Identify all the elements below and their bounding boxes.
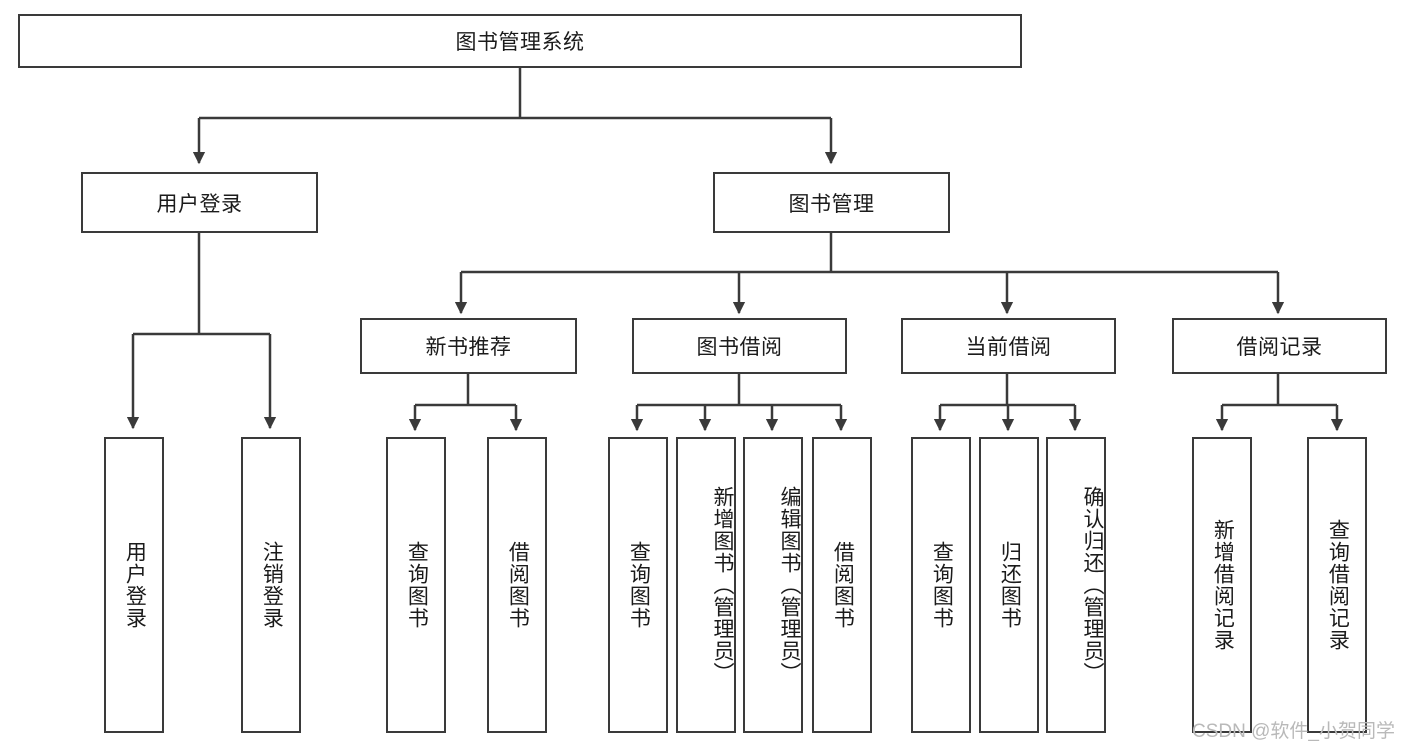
node-book-borrow[interactable]: 图书借阅 xyxy=(632,318,847,374)
node-leaf-user-login-label: 用户登录 xyxy=(123,541,147,629)
node-leaf-borrow-query-label: 查询图书 xyxy=(627,541,651,629)
node-leaf-borrow-query[interactable]: 查询图书 xyxy=(608,437,668,733)
node-leaf-query-record-label: 查询借阅记录 xyxy=(1326,519,1350,651)
node-leaf-return-book[interactable]: 归还图书 xyxy=(979,437,1039,733)
node-book-manage[interactable]: 图书管理 xyxy=(713,172,950,233)
node-leaf-rec-borrow[interactable]: 借阅图书 xyxy=(487,437,547,733)
node-leaf-borrow-book[interactable]: 借阅图书 xyxy=(812,437,872,733)
node-user-login-label: 用户登录 xyxy=(156,192,243,216)
node-leaf-rec-query-label: 查询图书 xyxy=(405,541,429,629)
node-borrow-record[interactable]: 借阅记录 xyxy=(1172,318,1387,374)
node-root-label: 图书管理系统 xyxy=(455,31,585,54)
node-leaf-add-book-label: 新增图书（管理员） xyxy=(711,486,734,684)
node-current-borrow[interactable]: 当前借阅 xyxy=(901,318,1116,374)
node-leaf-edit-book-label: 编辑图书（管理员） xyxy=(778,486,801,684)
node-leaf-add-book[interactable]: 新增图书（管理员） xyxy=(676,437,736,733)
node-leaf-edit-book[interactable]: 编辑图书（管理员） xyxy=(743,437,803,733)
node-leaf-return-book-label: 归还图书 xyxy=(998,541,1022,629)
node-new-book-rec-label: 新书推荐 xyxy=(425,336,512,359)
node-leaf-borrow-book-label: 借阅图书 xyxy=(831,541,855,629)
node-current-borrow-label: 当前借阅 xyxy=(965,336,1052,359)
node-leaf-confirm-return[interactable]: 确认归还（管理员） xyxy=(1046,437,1106,733)
node-leaf-cur-query-label: 查询图书 xyxy=(930,541,954,629)
node-new-book-rec[interactable]: 新书推荐 xyxy=(360,318,577,374)
node-root[interactable]: 图书管理系统 xyxy=(18,14,1022,68)
node-leaf-add-record-label: 新增借阅记录 xyxy=(1211,519,1235,651)
node-leaf-logout[interactable]: 注销登录 xyxy=(241,437,301,733)
node-leaf-query-record[interactable]: 查询借阅记录 xyxy=(1307,437,1367,733)
node-leaf-cur-query[interactable]: 查询图书 xyxy=(911,437,971,733)
node-leaf-add-record[interactable]: 新增借阅记录 xyxy=(1192,437,1252,733)
node-leaf-user-login[interactable]: 用户登录 xyxy=(104,437,164,733)
node-book-borrow-label: 图书借阅 xyxy=(696,336,783,359)
node-leaf-confirm-return-label: 确认归还（管理员） xyxy=(1081,486,1104,684)
watermark: CSDN @软件_小贺同学 xyxy=(1192,721,1395,742)
node-book-manage-label: 图书管理 xyxy=(788,192,875,216)
node-leaf-logout-label: 注销登录 xyxy=(260,541,284,629)
node-leaf-rec-query[interactable]: 查询图书 xyxy=(386,437,446,733)
node-leaf-rec-borrow-label: 借阅图书 xyxy=(506,541,530,629)
node-user-login[interactable]: 用户登录 xyxy=(81,172,318,233)
node-borrow-record-label: 借阅记录 xyxy=(1236,336,1323,359)
